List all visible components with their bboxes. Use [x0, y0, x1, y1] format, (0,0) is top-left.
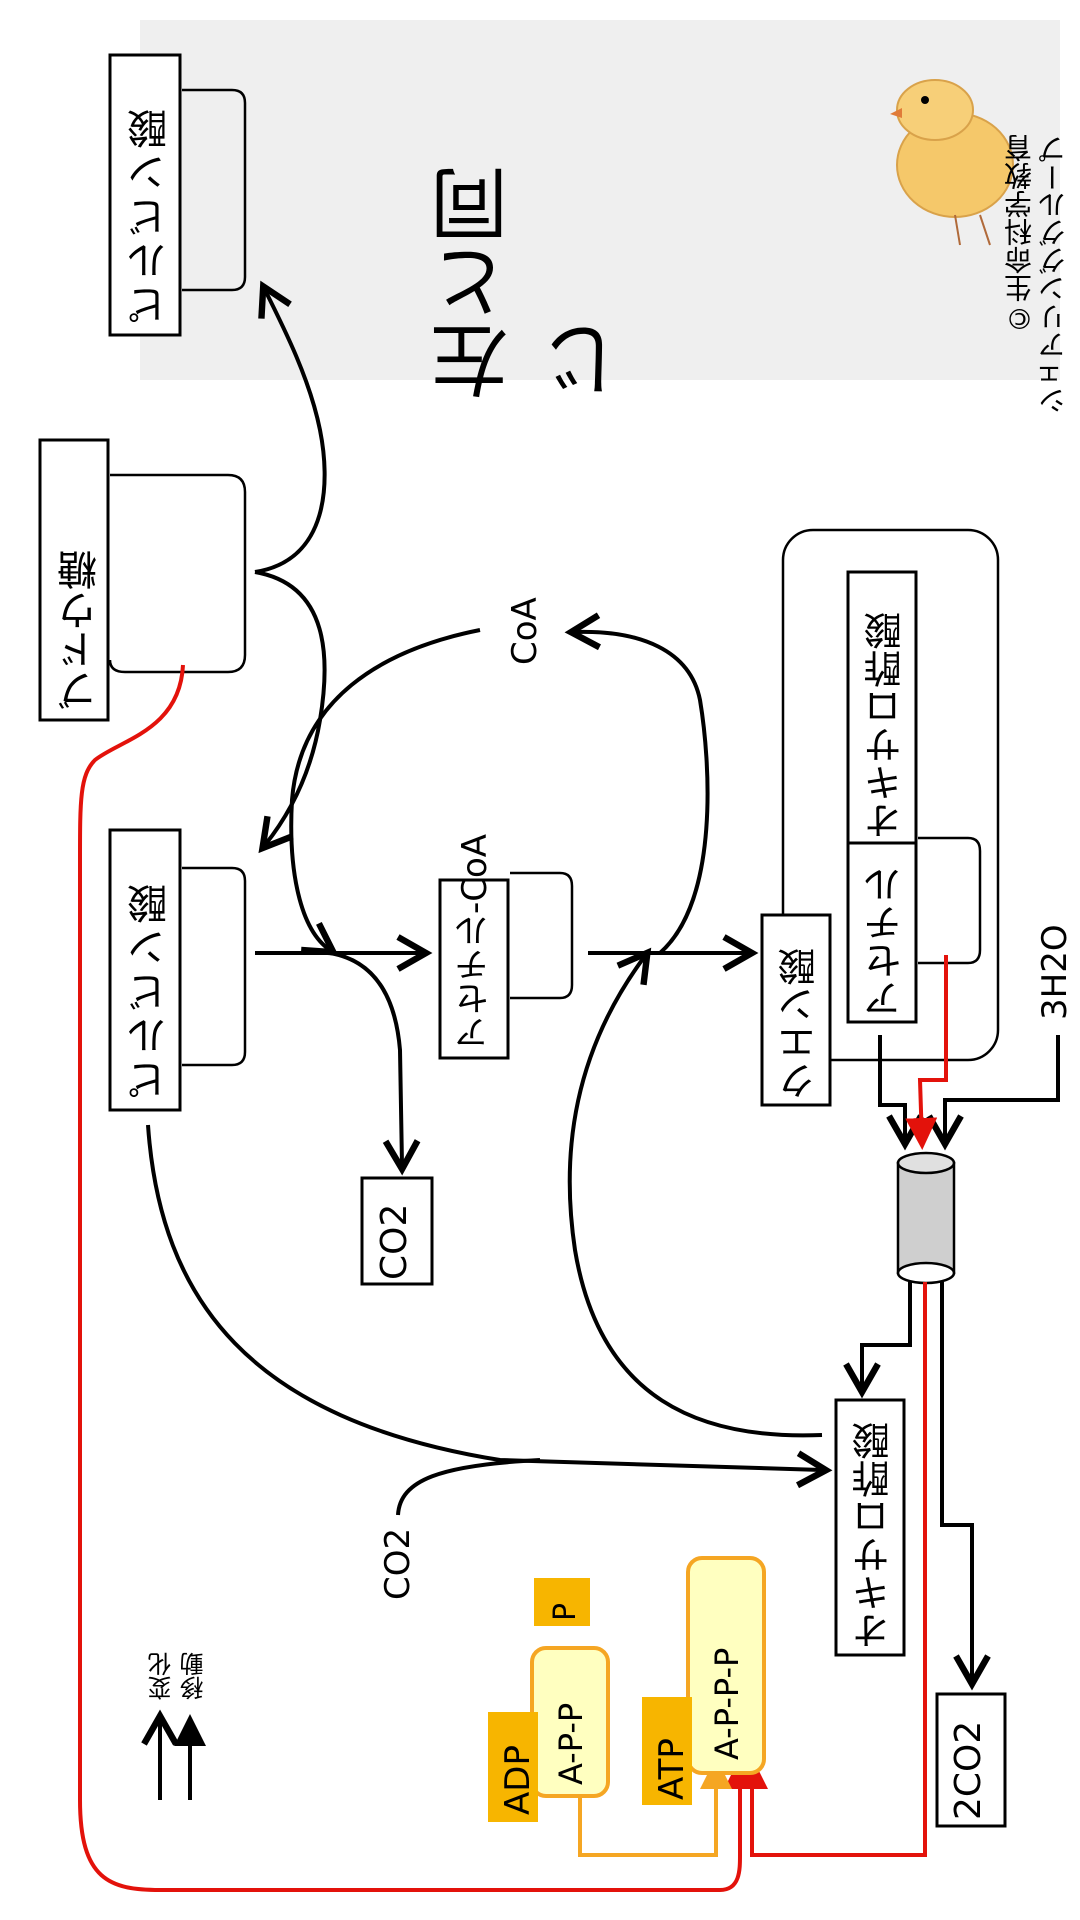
oxaloacetic-bottom-box: [834, 1398, 906, 1657]
chick-illustration: [890, 79, 1014, 246]
arrow-water-to-enzyme: [926, 1035, 1060, 1151]
arrow-co2-join: [396, 1458, 541, 1516]
arrow-glucose-to-pyruvate-mid: [254, 570, 327, 854]
oxaloacetic-inner-label: オキサロ酢酸: [864, 612, 908, 840]
legend-change-label: 変化: [148, 1652, 176, 1700]
arrow-to-co2: [329, 951, 421, 1176]
co2-box: [360, 1176, 434, 1286]
same-as-left-label: 左と同じ: [431, 166, 633, 400]
arrow-enzyme-to-2co2: [940, 1282, 991, 1691]
legend-move-label: 移動: [180, 1652, 208, 1700]
adp-tag: [488, 1712, 538, 1822]
arrow-oxaloacetic-return: [567, 947, 823, 1438]
acetyl-label: アセチル: [864, 866, 908, 1018]
atp-tag: [642, 1697, 692, 1805]
enzyme-cylinder: [896, 1151, 956, 1285]
pyruvate-mid-bracket: [182, 866, 247, 1067]
acetyl-coa-box: [438, 878, 510, 1060]
citric-acid-box: [760, 913, 832, 1107]
copyright-line2: シェアリンググループ: [1037, 135, 1070, 415]
acetyl-coa-label: アセチル-CoA: [455, 833, 495, 1050]
two-co2-label: 2CO2: [948, 1720, 989, 1820]
adp-label: ADP: [498, 1745, 538, 1815]
atp-label: ATP: [652, 1738, 692, 1800]
arrow-acetyl-to-enzyme: [878, 1035, 924, 1151]
same-as-left-panel: [140, 20, 1060, 380]
water-label: 3H2O: [1035, 924, 1075, 1020]
arrow-coa-in: [289, 628, 481, 956]
acetyl-bracket: [918, 836, 982, 965]
atp-molecule-box: [686, 1556, 766, 1775]
p-label: P: [548, 1602, 583, 1621]
arrow-pyruvate-to-oxaloacetic: [146, 1124, 833, 1489]
atp-molecule-label: A-P-P-P: [708, 1647, 746, 1760]
pyruvate-mid-box: [108, 828, 182, 1112]
pyruvate-top-bracket: [182, 88, 247, 292]
red-path-enzyme-to-atp: [736, 1282, 927, 1857]
arrow-coa-out: [564, 612, 710, 955]
co2-box-label: CO2: [374, 1203, 415, 1280]
citric-acid-label: クエン酸: [778, 948, 822, 1100]
adp-molecule-label: A-P-P: [552, 1702, 590, 1785]
co2-free-label: CO2: [378, 1527, 418, 1600]
two-co2-box: [935, 1692, 1007, 1828]
arrow-enzyme-to-oxaloacetic: [843, 1282, 912, 1399]
red-arrow-into-enzyme: [905, 955, 948, 1150]
glucose-bracket: [108, 473, 247, 674]
red-path-glucose-to-atp: [78, 664, 756, 1892]
glucose-label: ブドウ糖: [58, 550, 104, 710]
p-tag: [534, 1578, 590, 1626]
orange-path-adp-to-atp: [578, 1757, 732, 1857]
coa-label: CoA: [505, 597, 545, 665]
pyruvate-top-label: ピルビン酸: [128, 105, 174, 325]
acetyl-oxalo-box: [846, 570, 918, 1024]
pyruvate-top-box: [108, 53, 182, 337]
glucose-box: [38, 438, 110, 722]
citric-complex-outline: [781, 528, 1000, 1062]
oxaloacetic-bottom-label: オキサロ酢酸: [852, 1422, 896, 1650]
acetyl-coa-bracket: [510, 871, 574, 1000]
pyruvate-mid-label: ピルビン酸: [128, 880, 174, 1100]
arrow-glucose-to-pyruvate-top: [254, 280, 327, 574]
